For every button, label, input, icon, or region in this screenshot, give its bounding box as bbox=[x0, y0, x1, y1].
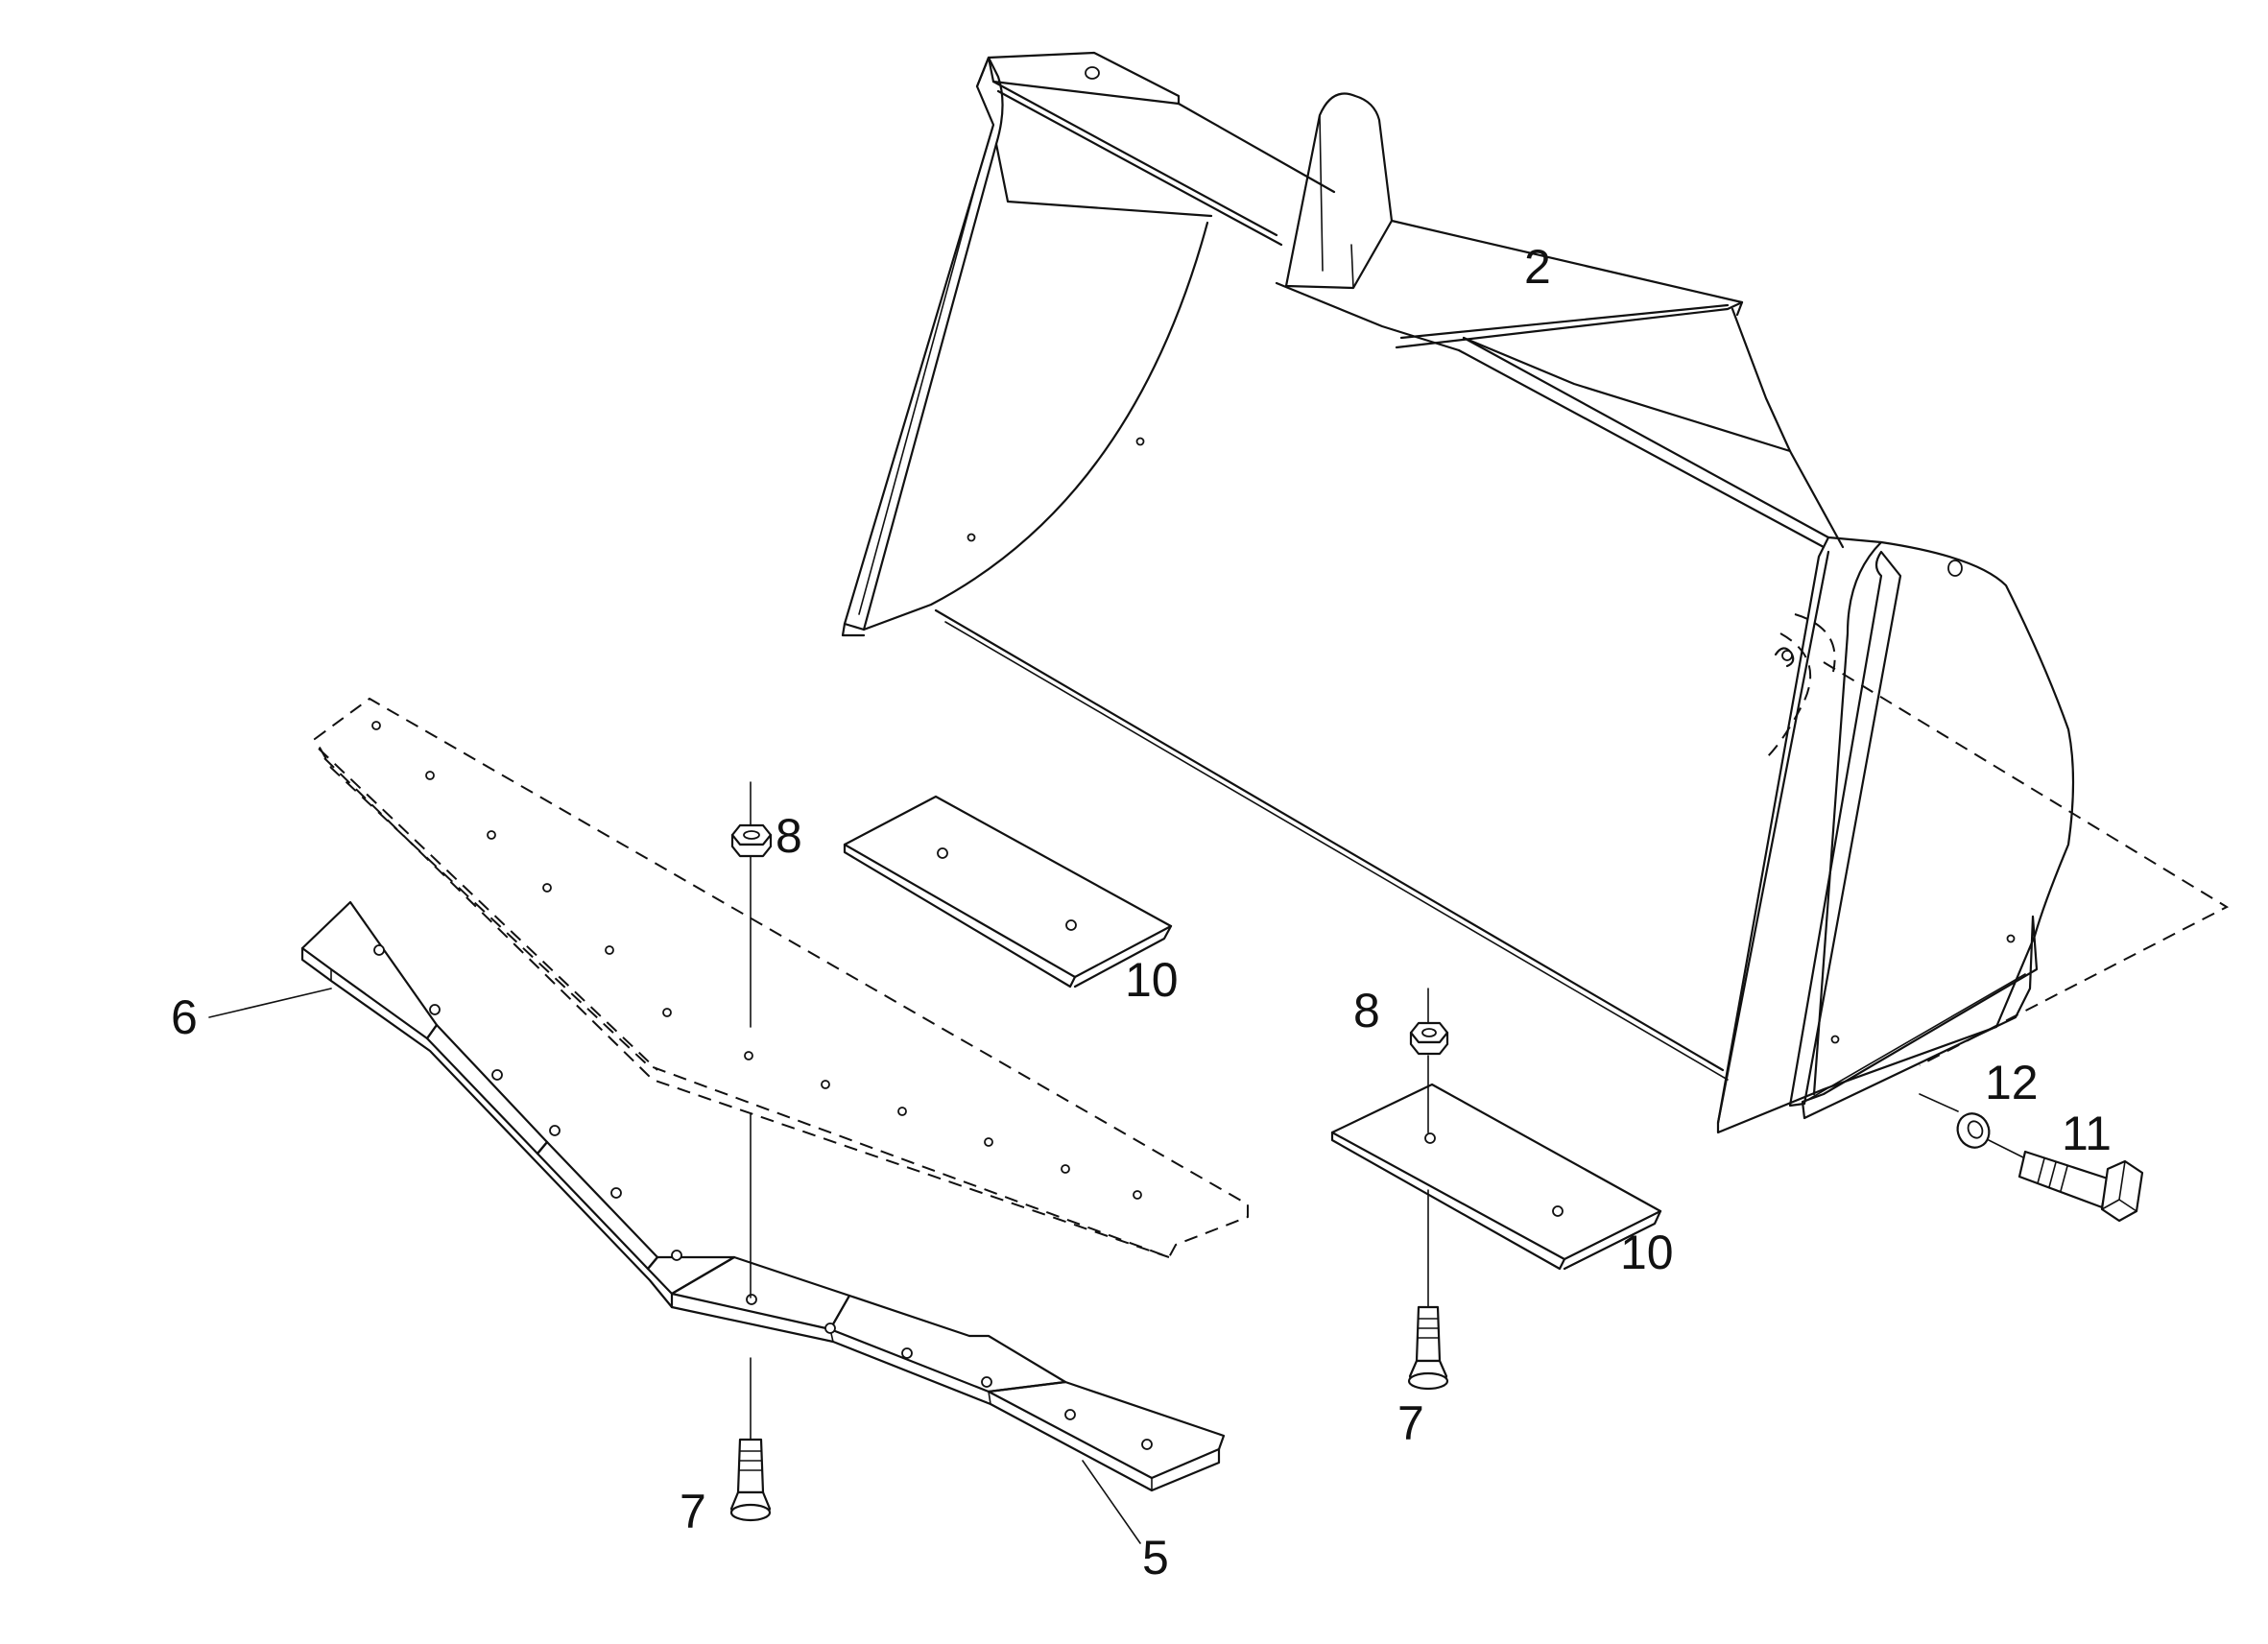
wear-plate-upper bbox=[843, 795, 1173, 989]
nut-left bbox=[730, 781, 773, 1028]
callout-11: 11 bbox=[2062, 1107, 2112, 1160]
washer bbox=[1919, 1093, 1991, 1149]
leader-lines bbox=[208, 988, 1141, 1544]
callout-2: 2 bbox=[1524, 240, 1551, 294]
nut-right bbox=[1409, 988, 1449, 1133]
plow-bolt-right bbox=[1407, 1189, 1449, 1391]
callout-10-upper: 10 bbox=[1125, 953, 1179, 1007]
side-bolt bbox=[1988, 1139, 2144, 1223]
bucket-assembly bbox=[841, 51, 2230, 1134]
wear-plate-lower bbox=[1330, 1083, 1662, 1271]
callout-8-left: 8 bbox=[776, 809, 802, 863]
callout-12: 12 bbox=[1985, 1056, 2039, 1109]
callout-labels: 2 6 5 7 7 8 8 10 10 11 12 bbox=[171, 240, 2112, 1584]
callout-5: 5 bbox=[1142, 1531, 1169, 1584]
plow-bolt-left bbox=[729, 1112, 772, 1522]
callout-7-right: 7 bbox=[1397, 1396, 1424, 1450]
cutting-edge-outline-dashed bbox=[313, 697, 1249, 1259]
callout-6: 6 bbox=[171, 990, 198, 1044]
callout-10-lower: 10 bbox=[1620, 1226, 1674, 1279]
callout-7-left: 7 bbox=[680, 1485, 706, 1538]
cutting-edge-segments bbox=[300, 900, 1226, 1492]
callout-8-right: 8 bbox=[1353, 984, 1380, 1037]
